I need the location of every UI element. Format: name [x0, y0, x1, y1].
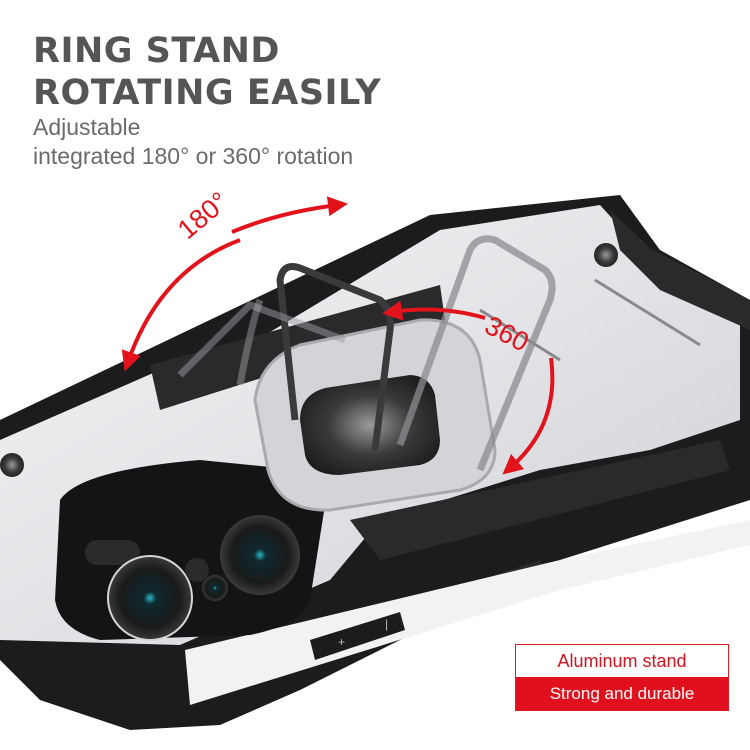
screw-icon	[0, 453, 24, 477]
camera-lens-icon	[185, 558, 209, 582]
volume-up-label: +	[338, 635, 345, 649]
arrow-180-icon	[231, 196, 348, 234]
subtitle-line-1: Adjustable	[33, 114, 141, 140]
headline-line-2: ROTATING EASILY	[33, 73, 382, 113]
headline: RING STAND ROTATING EASILY	[33, 30, 381, 114]
arrow-180-icon	[121, 238, 241, 372]
subtitle-line-2: integrated 180° or 360° rotation	[33, 143, 354, 169]
subtitle: Adjustable integrated 180° or 360° rotat…	[33, 113, 353, 171]
screw-icon	[594, 243, 618, 267]
camera-lens-icon	[202, 575, 228, 601]
grip-strip-bottom	[350, 440, 730, 560]
badge-bottom-label: Strong and durable	[516, 677, 728, 710]
camera-lens-icon	[220, 515, 300, 595]
feature-badge: Aluminum stand Strong and durable	[515, 644, 729, 711]
arrow-360-icon	[382, 300, 486, 321]
camera-module	[55, 460, 325, 641]
ring-holder	[177, 235, 556, 512]
arrow-360-icon	[502, 357, 555, 475]
rotating-disc	[300, 375, 440, 475]
volume-down-label: |	[385, 617, 388, 631]
headline-line-1: RING STAND	[33, 31, 280, 71]
volume-buttons: + |	[310, 612, 405, 660]
camera-lens-icon	[107, 555, 193, 641]
badge-top-label: Aluminum stand	[516, 645, 728, 677]
